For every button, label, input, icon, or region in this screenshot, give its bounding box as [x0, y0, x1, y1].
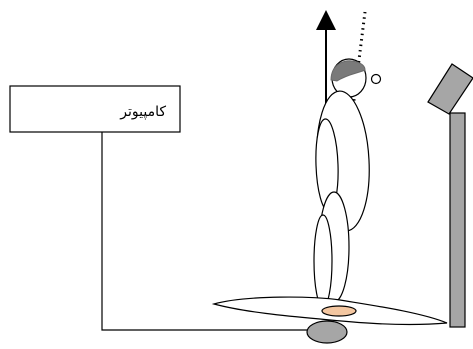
computer-cable: [101, 132, 310, 331]
rear-leg: [313, 214, 333, 308]
display-panel: [427, 63, 473, 115]
computer-box: [9, 85, 181, 133]
support-stand: [427, 63, 473, 328]
stand-post: [449, 112, 466, 328]
hair: [330, 60, 366, 82]
computer-label: کامپیوتر: [119, 104, 166, 120]
foot-pad: [321, 305, 357, 317]
base: [306, 320, 348, 344]
eye-icon: [370, 73, 382, 85]
human-figure: [313, 58, 382, 308]
